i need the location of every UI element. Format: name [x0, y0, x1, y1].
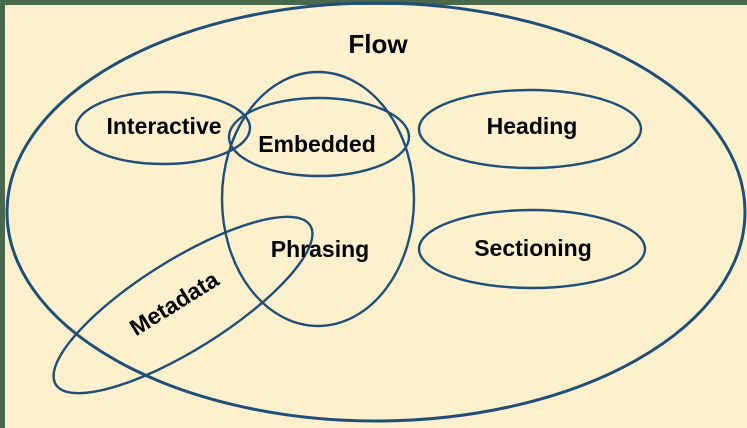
set-label-flow: Flow: [348, 29, 408, 59]
set-label-embedded: Embedded: [258, 131, 376, 157]
set-ellipse-sectioning[interactable]: [417, 208, 647, 290]
set-label-heading: Heading: [487, 113, 578, 139]
set-labels: FlowInteractiveEmbeddedPhrasingMetadataH…: [106, 29, 591, 341]
set-ellipse-embedded[interactable]: [227, 96, 411, 178]
set-label-sectioning: Sectioning: [474, 235, 592, 261]
set-shapes: [5, 1, 747, 423]
set-ellipse-heading[interactable]: [417, 88, 643, 170]
set-ellipse-flow[interactable]: [5, 1, 747, 423]
set-label-interactive: Interactive: [106, 113, 221, 139]
set-ellipse-metadata[interactable]: [32, 187, 334, 422]
set-ellipse-interactive[interactable]: [74, 90, 252, 166]
frame-border-left: [0, 0, 5, 428]
set-label-phrasing: Phrasing: [271, 236, 369, 262]
set-ellipse-phrasing[interactable]: [220, 70, 416, 328]
